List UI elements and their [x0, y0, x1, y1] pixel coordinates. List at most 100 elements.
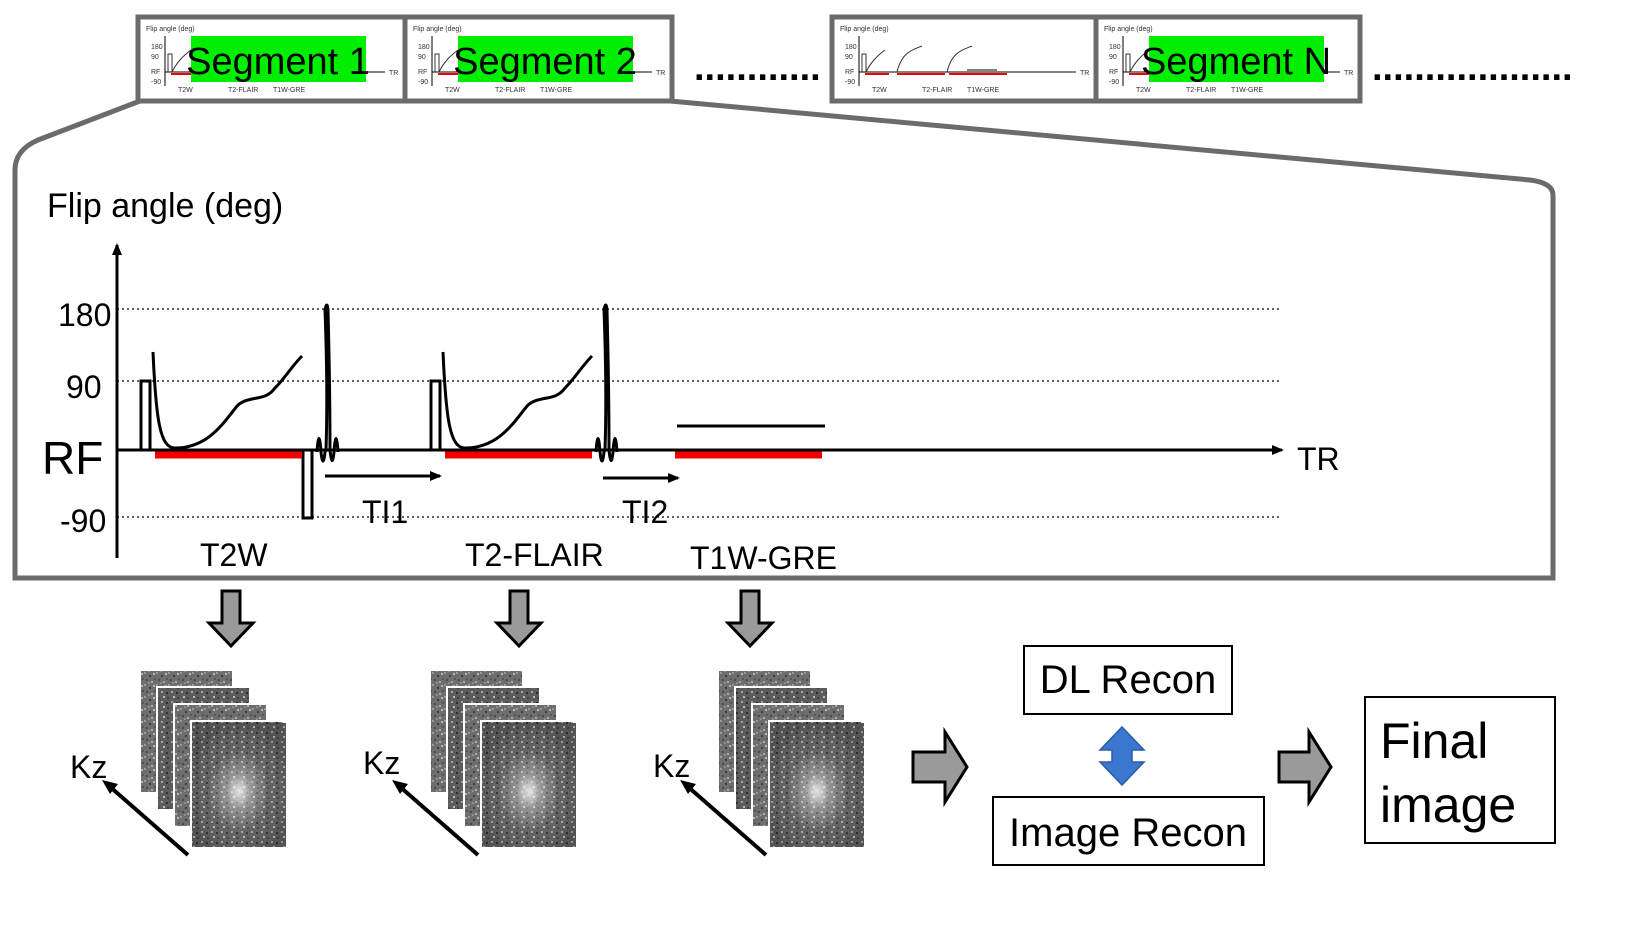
- thumb-tick: 180: [1109, 44, 1121, 51]
- thumb-tr: TR: [1344, 70, 1353, 77]
- thumb-block-label: T2-FLAIR: [922, 87, 952, 94]
- t2w-waveform: [139, 303, 340, 520]
- kz-arrow: [684, 783, 768, 857]
- inversion-pulse: [315, 303, 340, 463]
- kz-arrowhead-icon: [102, 780, 118, 794]
- down-arrow-icon: [724, 589, 776, 649]
- block-label-t2-flair: T2-FLAIR: [465, 537, 604, 573]
- inversion-pulse: [594, 303, 619, 463]
- rf-pulse-90: [139, 379, 152, 452]
- thumb-block-label: T2-FLAIR: [495, 87, 525, 94]
- down-arrow-icon: [205, 589, 257, 649]
- thumb-tick: 90: [845, 54, 853, 61]
- segment-group-right: [829, 14, 1363, 104]
- block-label-t1w-gre: T1W-GRE: [690, 540, 837, 576]
- thumb-tick: 180: [845, 44, 857, 51]
- y-axis-label: Flip angle (deg): [47, 187, 283, 225]
- segment-label: Segment 2: [453, 41, 637, 83]
- t2-flair-waveform: [429, 303, 619, 463]
- t1w-gre-waveform: [675, 424, 825, 459]
- dl-recon-box: [1023, 645, 1233, 715]
- thumb-block-label: T1W-GRE: [967, 87, 999, 94]
- thumb-waveform: [167, 49, 192, 73]
- double-arrow-icon: [1098, 725, 1146, 787]
- thumb-block-label: T2W: [178, 87, 193, 94]
- final-image-box: [1364, 696, 1556, 844]
- thumb-tick: RF: [418, 69, 427, 76]
- thumb-tick: RF: [1109, 69, 1118, 76]
- y-tick-180: 180: [58, 297, 111, 333]
- down-arrow-icon: [493, 589, 545, 649]
- image-recon-label: Image Recon: [1009, 811, 1247, 855]
- kz-label: Kz: [363, 745, 400, 781]
- segment-highlight: [458, 36, 633, 82]
- thumb-tick: RF: [151, 69, 160, 76]
- kspace-stack: Kz: [363, 669, 576, 857]
- thumb-waveform: [434, 49, 459, 73]
- y-tick-90: 90: [66, 369, 102, 405]
- thumb-block-label: T1W-GRE: [273, 87, 305, 94]
- ellipsis-end: ...................: [1372, 47, 1573, 89]
- rf-label: RF: [42, 432, 103, 484]
- zoom-frame: [12, 98, 1556, 581]
- rf-diagram: Flip angle (deg) 180 90 -90 RF TR TI1: [42, 187, 1340, 576]
- segment-label: Segment N: [1141, 41, 1331, 83]
- segment-highlight: [191, 36, 366, 82]
- thumb-tick: -90: [845, 79, 855, 86]
- kspace-stack: Kz: [70, 669, 286, 857]
- dl-recon-label: DL Recon: [1040, 658, 1216, 702]
- kz-arrow: [396, 783, 480, 857]
- thumb-tick: 180: [418, 44, 430, 51]
- thumb-title: Flip angle (deg): [146, 26, 195, 33]
- block-arrow-right-icon: [911, 726, 969, 808]
- ellipsis: ............: [694, 47, 821, 89]
- image-recon-box: [992, 796, 1265, 866]
- thumb-tick: -90: [151, 79, 161, 86]
- kspace-center-glow: [482, 723, 576, 847]
- thumb-title: Flip angle (deg): [1104, 26, 1153, 33]
- kspace-center-glow: [770, 723, 864, 847]
- x-axis-label: TR: [1297, 441, 1340, 477]
- flip-angle-train: [151, 351, 304, 450]
- thumb-block-label: T2W: [872, 87, 887, 94]
- segment-highlight: [1149, 36, 1324, 82]
- kspace-stack: Kz: [653, 669, 864, 857]
- thumb-waveform: [861, 49, 886, 73]
- thumb-block-label: T2W: [445, 87, 460, 94]
- thumb-block-label: T2-FLAIR: [1186, 87, 1216, 94]
- kspace-center-glow: [192, 723, 286, 847]
- thumb-tick: 90: [151, 54, 159, 61]
- thumb-tr: TR: [656, 70, 665, 77]
- final-image-label-line2: image: [1380, 777, 1516, 833]
- y-tick-minus-90: -90: [60, 503, 106, 539]
- thumb-tick: 90: [418, 54, 426, 61]
- final-image-label-line1: Final: [1380, 713, 1488, 769]
- kz-arrowhead-icon: [392, 780, 408, 794]
- thumb-waveform: [896, 45, 973, 73]
- block-label-t2w: T2W: [200, 537, 268, 573]
- thumb-tr: TR: [389, 70, 398, 77]
- kz-arrow: [106, 783, 190, 857]
- rf-pulse-90: [429, 379, 442, 452]
- thumb-tick: 90: [1109, 54, 1117, 61]
- kspace-stacks: Kz Kz Kz: [70, 669, 864, 857]
- rf-pulse-minus-90: [301, 448, 314, 520]
- kz-arrowhead-icon: [680, 780, 696, 794]
- thumb-tick: 180: [151, 44, 163, 51]
- block-arrow-right-icon: [1277, 726, 1333, 808]
- kz-label: Kz: [653, 748, 690, 784]
- thumb-block-label: T2W: [1136, 87, 1151, 94]
- thumb-tick: -90: [418, 79, 428, 86]
- thumb-block-label: T2-FLAIR: [228, 87, 258, 94]
- ti2-label: TI2: [622, 494, 668, 530]
- thumb-block-label: T1W-GRE: [540, 87, 572, 94]
- thumb-tick: -90: [1109, 79, 1119, 86]
- segment-label: Segment 1: [186, 41, 370, 83]
- thumb-title: Flip angle (deg): [840, 26, 889, 33]
